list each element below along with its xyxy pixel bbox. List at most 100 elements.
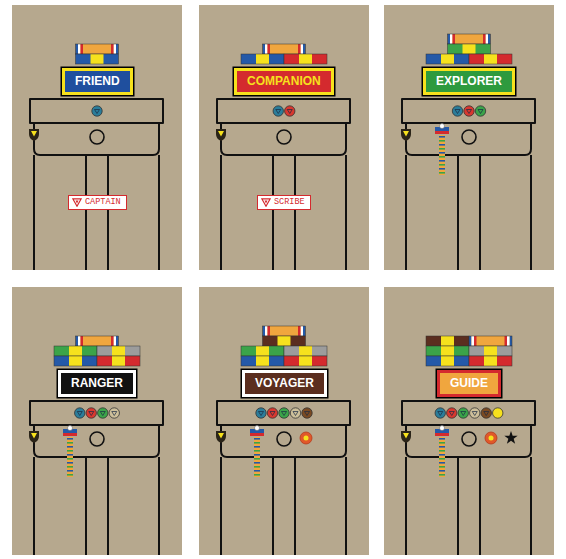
ribbon-base (426, 356, 469, 366)
class-name-bar: FRIEND (62, 68, 133, 95)
ribbon-stripe (78, 44, 81, 54)
pin-triangle (282, 412, 287, 416)
panel-ground (12, 5, 182, 270)
class-name-bar: RANGER (58, 370, 136, 397)
ribbon-stripe (254, 438, 260, 440)
office-title: CAPTAIN (85, 197, 121, 208)
class-pin (452, 106, 462, 116)
ribbon-stripe (254, 466, 260, 468)
pin-triangle (259, 412, 264, 416)
club-emblem (216, 129, 226, 141)
ribbon-stripe (81, 44, 84, 54)
ribbon-stripe (439, 140, 445, 142)
ribbon-edge (97, 346, 140, 356)
ribbon-stripe (441, 54, 454, 64)
ribbon-edge (426, 346, 469, 356)
ribbon-stripe (78, 336, 81, 346)
medal-ribbon (439, 135, 445, 175)
badge-triangle-core (76, 201, 79, 204)
ribbon-stripe (116, 44, 119, 54)
emblem-triangle (403, 433, 409, 439)
ribbon-base (76, 54, 119, 64)
class-name-bar: VOYAGER (242, 370, 327, 397)
badge-triangle (261, 198, 271, 207)
ribbon-edge (76, 54, 119, 64)
service-ribbon (97, 346, 140, 356)
ribbon-stripe (439, 474, 445, 476)
medal-bar (435, 433, 449, 436)
pocket-button (90, 432, 104, 446)
pocket-button (462, 130, 476, 144)
ribbon-stripe (254, 442, 260, 444)
pocket-outline (30, 401, 163, 555)
ribbon-base (284, 356, 327, 366)
ribbon-edge (241, 346, 284, 356)
ribbon-edge (448, 34, 491, 44)
ribbon-base (97, 356, 140, 366)
ribbon-edge (54, 346, 97, 356)
class-pin (475, 106, 485, 116)
ribbon-edge (469, 336, 512, 346)
class-pin (267, 408, 277, 418)
class-pin (447, 408, 457, 418)
emblem-triangle (218, 433, 224, 439)
ribbon-stripe (439, 438, 445, 440)
service-ribbon (426, 54, 469, 64)
ribbon-base (54, 346, 97, 356)
ribbon-stripe (469, 336, 472, 346)
medal-cap (440, 426, 445, 431)
pin-triangle (305, 412, 310, 416)
ribbon-stripe (67, 462, 73, 464)
ribbon-base (426, 346, 469, 356)
office-title: SCRIBE (274, 197, 305, 208)
medal-cap (255, 426, 260, 431)
ribbon-stripe (114, 44, 117, 54)
ribbon-stripe (439, 152, 445, 154)
ribbon-stripe (76, 336, 79, 346)
ribbon-stripe (510, 336, 513, 346)
badge-triangle (72, 198, 82, 207)
ribbon-stripe (265, 44, 268, 54)
club-emblem (29, 129, 39, 141)
ribbon-edge (241, 356, 284, 366)
ribbon-edge (469, 54, 512, 64)
ribbon-stripe (116, 336, 119, 346)
ribbon-edge (284, 346, 327, 356)
medal-bar (250, 433, 264, 436)
pin-triangle (112, 412, 117, 416)
ribbon-stripe (299, 346, 312, 356)
pocket-button (462, 432, 476, 446)
class-pin (464, 106, 474, 116)
uniform-panel (12, 5, 182, 270)
panel-ground (384, 287, 554, 555)
pin-triangle (293, 412, 298, 416)
ribbon-base (54, 356, 97, 366)
class-pin (481, 408, 491, 418)
pocket-outline (30, 99, 163, 270)
pocket-button (90, 130, 104, 144)
ribbon-edge (426, 336, 469, 346)
pin-triangle (77, 412, 82, 416)
ribbon-stripe (450, 34, 453, 44)
ribbon-stripe (298, 44, 301, 54)
ribbon-stripe (439, 458, 445, 460)
ribbon-stripe (67, 438, 73, 440)
club-emblem (401, 129, 411, 141)
class-name-bar: GUIDE (437, 370, 501, 397)
ribbon-base (76, 44, 119, 54)
emblem-triangle (403, 131, 409, 137)
ribbon-stripe (507, 336, 510, 346)
ribbon-stripe (298, 326, 301, 336)
ribbon-edge (469, 356, 512, 366)
badge-triangle-outline (262, 199, 270, 206)
hanging-medal (435, 124, 449, 176)
ribbon-stripe (254, 446, 260, 448)
class-pin (302, 408, 312, 418)
ribbon-stripe (67, 446, 73, 448)
uniform-panel (384, 5, 554, 270)
ribbon-stripe (67, 450, 73, 452)
pin-triangle (100, 412, 105, 416)
ribbon-base (469, 336, 512, 346)
ribbon-stripe (254, 454, 260, 456)
emblem-shield (29, 129, 39, 141)
